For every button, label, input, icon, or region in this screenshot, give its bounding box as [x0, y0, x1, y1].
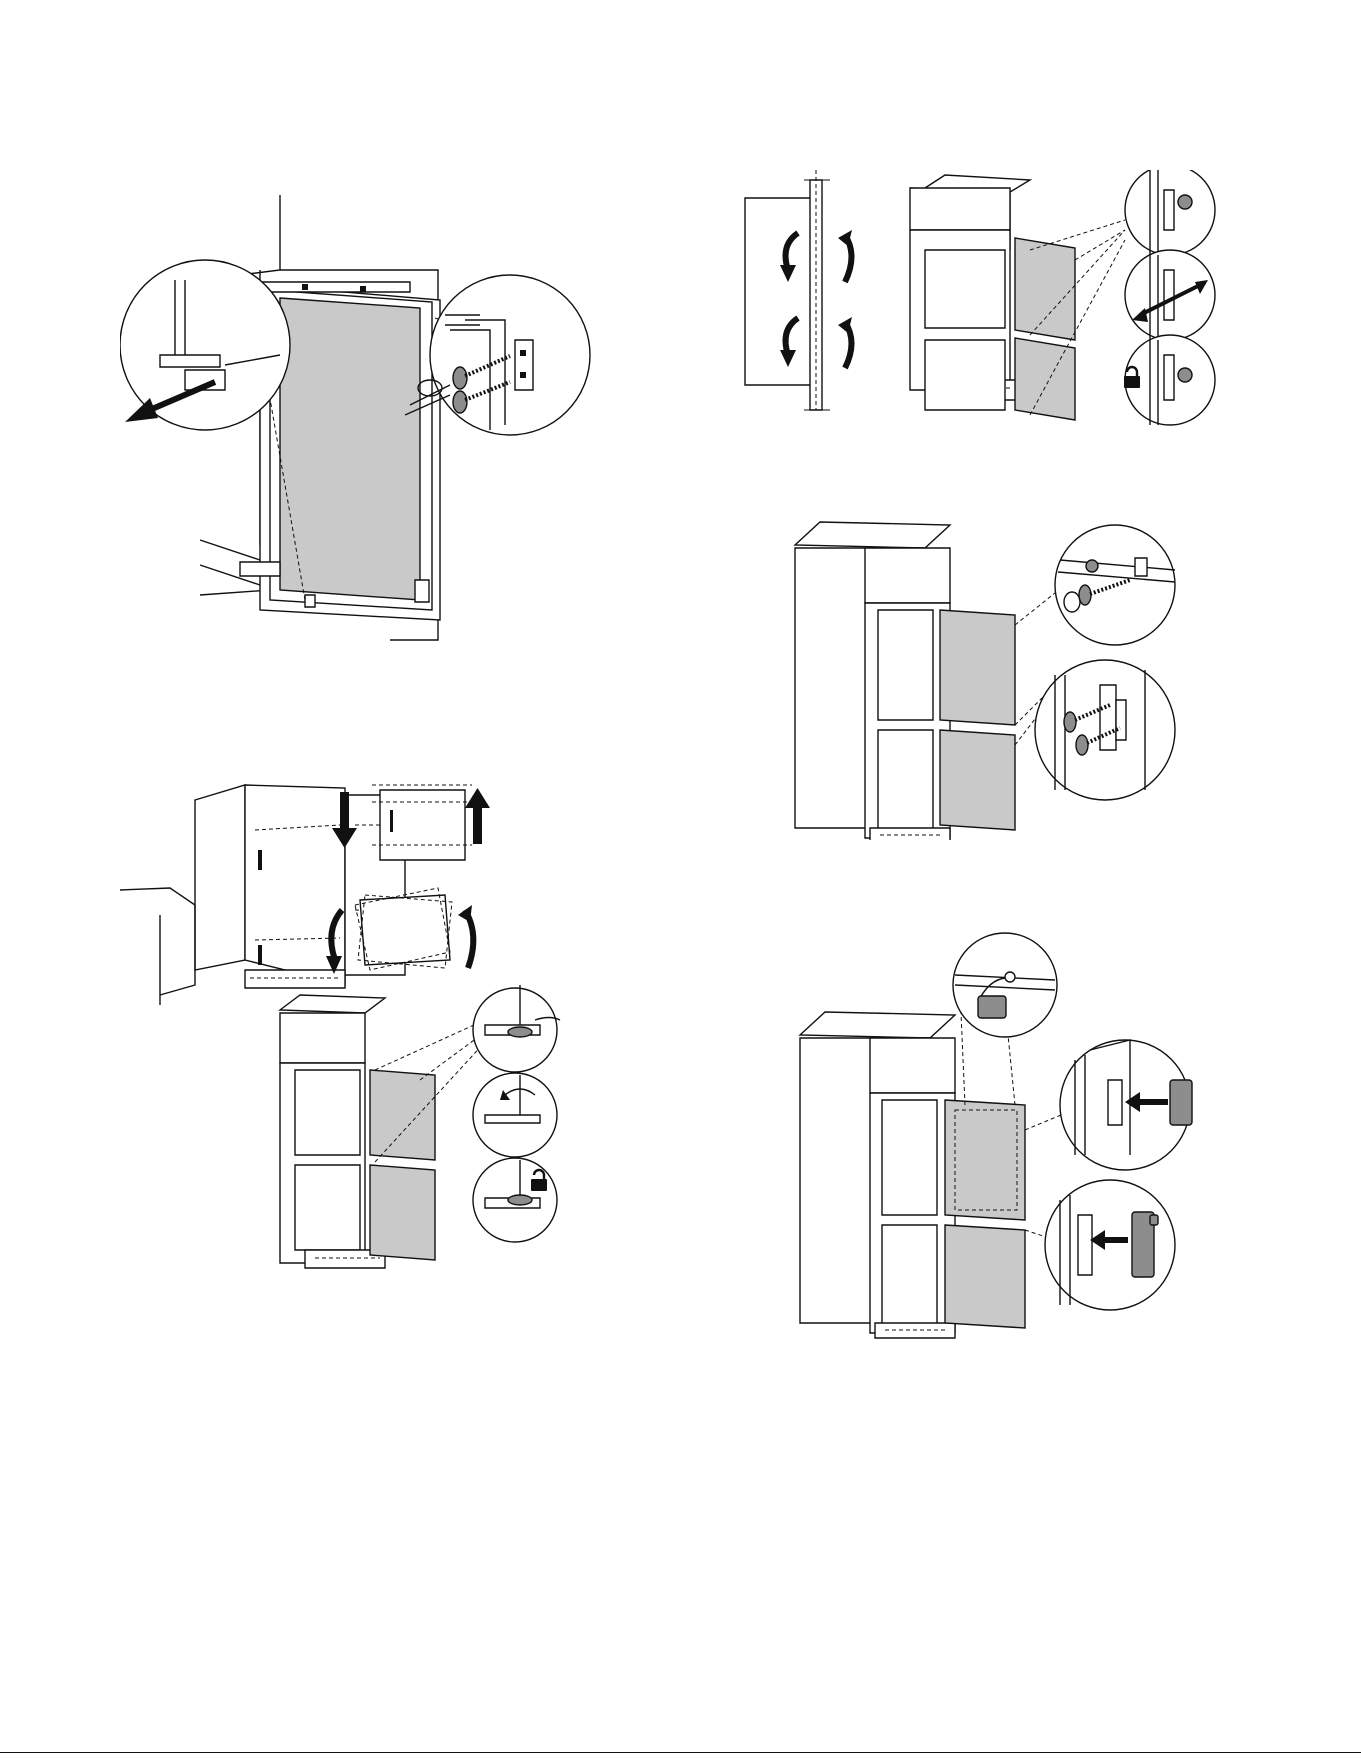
figure-door-frame-screws [790, 510, 1230, 840]
figure-door-level-adjust [120, 770, 660, 1290]
arrow-up-icon [465, 788, 490, 844]
page-footer-rule [0, 1752, 1361, 1753]
detail-circle-hinge-loosen [1125, 170, 1215, 255]
cover-cap-icon [1170, 1080, 1192, 1125]
detail-circle-top-screw [1055, 525, 1175, 645]
detail-circle-mid-cap [1060, 1040, 1192, 1170]
figure-door-alignment [740, 170, 1280, 460]
screw-icon [1178, 195, 1192, 209]
detail-circle-turn [473, 1073, 557, 1157]
detail-circle-side-screws [1035, 660, 1175, 800]
figure-door-hinge-mount [120, 190, 660, 650]
cover-cap-icon [1132, 1212, 1158, 1277]
detail-circle-lock-screw [473, 1158, 557, 1242]
detail-circle-hinge-pull [120, 260, 290, 430]
detail-circle-hinge-adjust [1125, 250, 1215, 340]
detail-circle-adjust-screw [473, 985, 560, 1072]
detail-circle-hinge-lock [1124, 335, 1215, 425]
detail-circle-bottom-cap [1045, 1180, 1175, 1310]
figure-cover-caps [790, 930, 1240, 1350]
detail-circle-top-cap [953, 933, 1057, 1037]
cover-cap-icon [978, 996, 1006, 1018]
